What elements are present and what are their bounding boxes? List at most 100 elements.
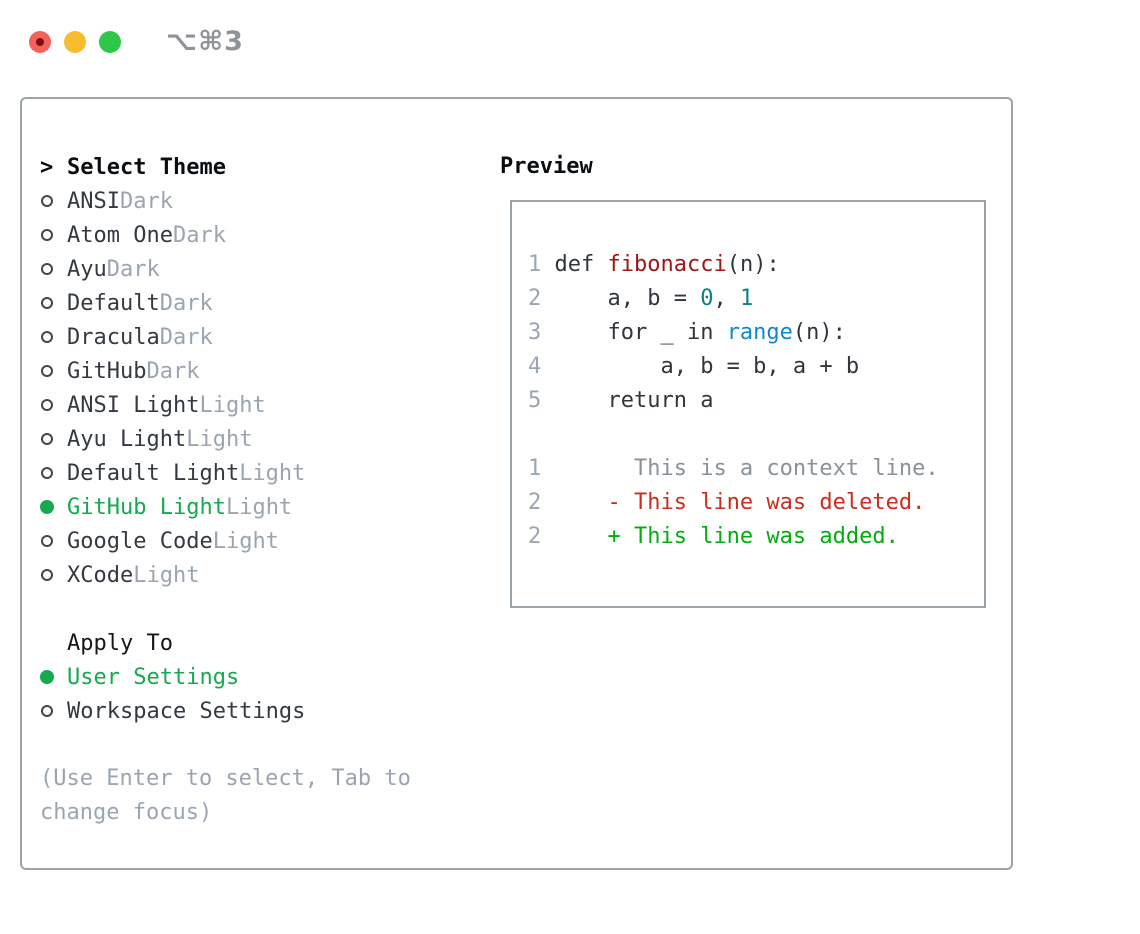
- close-button[interactable]: [29, 30, 51, 53]
- code-segment: def: [554, 252, 608, 277]
- radio-icon: [41, 195, 53, 207]
- theme-name-label: ANSI: [67, 188, 120, 214]
- theme-option[interactable]: XCode Light: [40, 558, 485, 592]
- code-segment: 1: [739, 286, 754, 311]
- theme-variant-badge: Dark: [146, 358, 200, 384]
- radio-selected-icon: [40, 500, 54, 514]
- theme-option[interactable]: Atom One Dark: [40, 218, 485, 252]
- code-line: 1 This is a context line.: [528, 452, 984, 486]
- theme-variant-badge: Dark: [119, 188, 173, 214]
- minimize-button[interactable]: [64, 30, 86, 53]
- code-segment: for _ in: [554, 320, 727, 345]
- radio-icon: [41, 467, 53, 479]
- code-line: 5 return a: [528, 384, 984, 418]
- code-segment: - This line was deleted.: [554, 490, 926, 515]
- theme-option[interactable]: ANSI Light Light: [40, 388, 485, 422]
- theme-name-label: Dracula: [67, 324, 160, 350]
- theme-name-label: Default Light: [67, 460, 240, 486]
- theme-variant-badge: Light: [133, 562, 200, 588]
- code-line: 2 - This line was deleted.: [528, 486, 984, 520]
- code-line: 2 + This line was added.: [528, 520, 984, 554]
- theme-name-label: Ayu: [67, 256, 107, 282]
- line-number: 3: [528, 320, 542, 345]
- theme-variant-badge: Dark: [159, 290, 213, 316]
- theme-name-label: Ayu Light: [67, 426, 187, 452]
- theme-option[interactable]: Ayu Light Light: [40, 422, 485, 456]
- apply-name-label: Workspace Settings: [67, 698, 306, 724]
- code-segment: (n):: [792, 320, 846, 345]
- window-title: ⌥⌘3: [166, 26, 244, 57]
- theme-variant-badge: Light: [199, 392, 266, 418]
- spacer: [40, 592, 485, 626]
- radio-icon: [41, 229, 53, 241]
- code-segment: This is a context line.: [554, 456, 939, 481]
- line-number: 1: [528, 456, 542, 481]
- theme-option[interactable]: Ayu Dark: [40, 252, 485, 286]
- blank-line: [528, 418, 984, 452]
- theme-option[interactable]: GitHub Light Light: [40, 490, 485, 524]
- radio-icon: [41, 399, 53, 411]
- theme-option[interactable]: ANSI Dark: [40, 184, 485, 218]
- code-line: 3 for _ in range(n):: [528, 316, 984, 350]
- theme-variant-badge: Light: [225, 494, 293, 520]
- spacer: [40, 728, 485, 762]
- marker: [40, 535, 67, 547]
- marker: [40, 365, 67, 377]
- theme-option[interactable]: Google Code Light: [40, 524, 485, 558]
- marker: [40, 263, 67, 275]
- theme-name-label: GitHub Light: [67, 494, 226, 520]
- marker: [40, 670, 67, 684]
- theme-option[interactable]: Dracula Dark: [40, 320, 485, 354]
- code-segment: range: [726, 320, 793, 345]
- radio-icon: [41, 331, 53, 343]
- select-theme-header: >Select Theme: [40, 150, 485, 184]
- code-line: 1 def fibonacci(n):: [528, 248, 984, 282]
- radio-icon: [41, 365, 53, 377]
- line-number: 2: [528, 490, 542, 515]
- marker: [40, 399, 67, 411]
- line-number: 5: [528, 388, 542, 413]
- prompt-icon: >: [40, 154, 54, 180]
- theme-name-label: GitHub: [67, 358, 147, 384]
- apply-to-header: Apply To: [40, 626, 485, 660]
- close-dot-icon: [36, 37, 44, 46]
- radio-selected-icon: [40, 670, 54, 684]
- marker: [40, 297, 67, 309]
- theme-name-label: XCode: [67, 562, 134, 588]
- code-segment: 0: [700, 286, 714, 311]
- marker: [40, 500, 67, 514]
- radio-icon: [41, 433, 53, 445]
- code-segment: a, b =: [554, 286, 701, 311]
- theme-variant-badge: Dark: [159, 324, 213, 350]
- code-segment: a, b = b, a + b: [554, 354, 860, 379]
- zoom-button[interactable]: [99, 30, 121, 53]
- apply-option[interactable]: User Settings: [40, 660, 485, 694]
- code-segment: + This line was added.: [554, 524, 899, 549]
- code-line: 2 a, b = 0, 1: [528, 282, 984, 316]
- code-line: 4 a, b = b, a + b: [528, 350, 984, 384]
- radio-icon: [41, 705, 53, 717]
- radio-icon: [41, 297, 53, 309]
- theme-option[interactable]: Default Dark: [40, 286, 485, 320]
- radio-icon: [41, 263, 53, 275]
- theme-variant-badge: Dark: [106, 256, 160, 282]
- apply-name-label: User Settings: [67, 664, 240, 690]
- code-segment: ,: [713, 286, 740, 311]
- theme-name-label: Google Code: [67, 528, 213, 554]
- line-number: 4: [528, 354, 542, 379]
- theme-name-label: ANSI Light: [67, 392, 200, 418]
- marker: [40, 229, 67, 241]
- theme-variant-badge: Light: [212, 528, 279, 554]
- marker: [40, 433, 67, 445]
- keyboard-hint: (Use Enter to select, Tab to change focu…: [40, 766, 411, 825]
- theme-option[interactable]: Default Light Light: [40, 456, 485, 490]
- apply-option[interactable]: Workspace Settings: [40, 694, 485, 728]
- theme-option[interactable]: GitHub Dark: [40, 354, 485, 388]
- line-number: 2: [528, 286, 542, 311]
- line-number: 2: [528, 524, 542, 549]
- preview-title: Preview: [500, 154, 593, 179]
